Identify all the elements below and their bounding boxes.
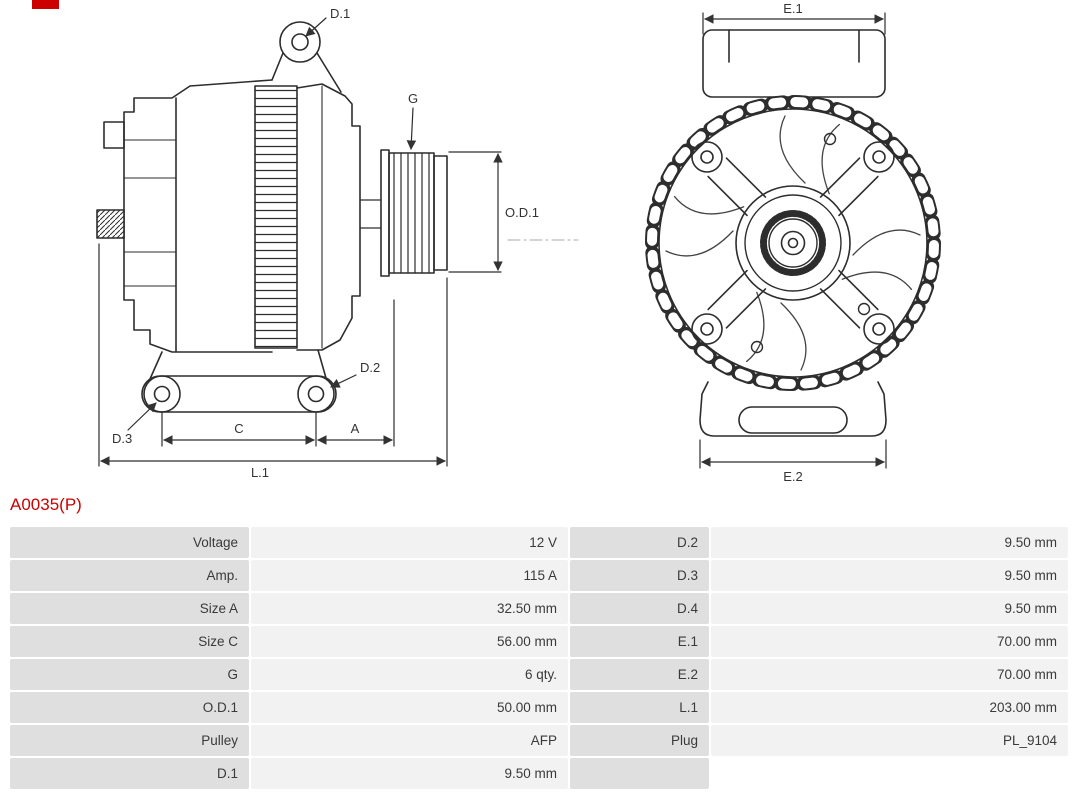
logo-fragment	[32, 0, 59, 9]
bottom-slot	[738, 406, 848, 434]
center-hub	[735, 185, 851, 301]
connector-plug	[96, 209, 125, 239]
front-top-bracket	[702, 29, 886, 98]
spec-label-cell: L.1	[570, 692, 709, 723]
cooling-fin-rim	[645, 95, 941, 391]
dim-label-d2: D.2	[360, 360, 380, 375]
rear-housing	[96, 79, 273, 353]
spec-label-cell: Size C	[10, 626, 249, 657]
spec-value-cell: 9.50 mm	[711, 560, 1068, 591]
spec-label-cell: O.D.1	[10, 692, 249, 723]
spec-label-cell: D.2	[570, 527, 709, 558]
spec-value-cell: 115 A	[251, 560, 568, 591]
spec-label-cell	[570, 758, 709, 789]
part-number: A0035(P)	[10, 495, 82, 514]
alternator-side-view: D.1 G O.D.1 D.3 D.2	[96, 6, 579, 480]
spec-value-cell: 50.00 mm	[251, 692, 568, 723]
spec-value-cell: 9.50 mm	[251, 758, 568, 789]
knurled-ring	[760, 210, 826, 276]
spec-value-cell: 70.00 mm	[711, 659, 1068, 690]
cross-brace	[707, 157, 879, 329]
spec-value-cell: 32.50 mm	[251, 593, 568, 624]
spec-value-cell: 56.00 mm	[251, 626, 568, 657]
spec-label-cell: E.2	[570, 659, 709, 690]
spec-label-cell: E.1	[570, 626, 709, 657]
spec-value-cell: PL_9104	[711, 725, 1068, 756]
front-bottom-bracket	[699, 381, 887, 437]
spec-label-cell: Plug	[570, 725, 709, 756]
alternator-front-view: E.1 E.2	[645, 1, 941, 484]
dim-label-d3: D.3	[112, 431, 132, 446]
front-housing	[296, 83, 382, 351]
dim-label-d1: D.1	[330, 6, 350, 21]
dim-label-e1: E.1	[783, 1, 803, 16]
spec-label-cell: D.4	[570, 593, 709, 624]
pulley	[380, 149, 448, 277]
spec-value-cell: AFP	[251, 725, 568, 756]
dim-label-c: C	[234, 421, 243, 436]
side-view-dimensions: D.1 G O.D.1 D.3 D.2	[98, 6, 579, 480]
spec-label-cell: Voltage	[10, 527, 249, 558]
spec-label-cell: Pulley	[10, 725, 249, 756]
mounting-ear-top	[271, 21, 342, 93]
bolt-bosses	[691, 141, 895, 345]
dim-label-l1: L.1	[251, 465, 269, 480]
dim-label-a: A	[351, 421, 360, 436]
dim-label-g: G	[408, 91, 418, 106]
spec-value-cell: 12 V	[251, 527, 568, 558]
dim-label-od1: O.D.1	[505, 205, 539, 220]
spec-value-cell: 203.00 mm	[711, 692, 1068, 723]
spec-table: Voltage 12 V D.2 9.50 mm Amp. 115 A D.3 …	[10, 527, 1068, 789]
mounting-lugs-bottom	[141, 349, 337, 413]
technical-drawing: D.1 G O.D.1 D.3 D.2	[32, 0, 941, 484]
stator-ribs	[254, 85, 298, 349]
spec-label-cell: Size A	[10, 593, 249, 624]
front-view-dimensions: E.1 E.2	[699, 1, 887, 484]
spec-label-cell: Amp.	[10, 560, 249, 591]
face-holes	[750, 132, 871, 354]
spec-value-cell	[711, 758, 1068, 789]
fan-blades	[665, 115, 921, 371]
spec-value-cell: 9.50 mm	[711, 593, 1068, 624]
spec-label-cell: G	[10, 659, 249, 690]
spec-value-cell: 9.50 mm	[711, 527, 1068, 558]
spec-value-cell: 6 qty.	[251, 659, 568, 690]
spec-label-cell: D.1	[10, 758, 249, 789]
spec-label-cell: D.3	[570, 560, 709, 591]
dim-label-e2: E.2	[783, 469, 803, 484]
spec-value-cell: 70.00 mm	[711, 626, 1068, 657]
